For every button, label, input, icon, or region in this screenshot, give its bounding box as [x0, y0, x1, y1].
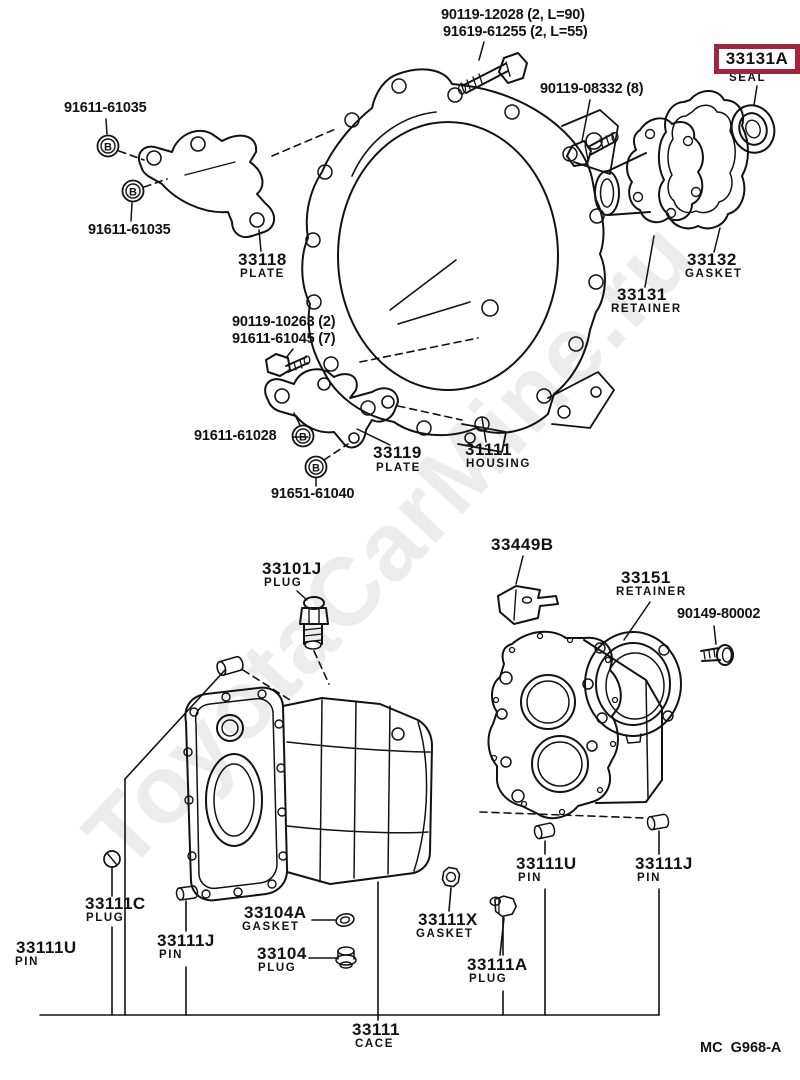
label-33111a-sub: PLUG — [469, 973, 508, 985]
highlighted-part-box: 33131A — [714, 44, 800, 74]
bell-housing-drawing — [301, 68, 619, 453]
label-33111x-sub: GASKET — [416, 928, 474, 940]
retainer-33131-drawing — [594, 117, 704, 288]
clamp-33449b-drawing — [497, 555, 559, 625]
label-90119-08332: 90119-08332 (8) — [540, 81, 644, 97]
label-33131-sub: RETAINER — [611, 303, 682, 315]
label-33111u-right: 33111U — [516, 854, 577, 873]
label-33104a-sub: GASKET — [242, 921, 300, 933]
label-33118: 33118 — [238, 250, 287, 269]
label-33111u-right-sub: PIN — [518, 872, 542, 884]
b-bolt-marker-3: B — [291, 412, 315, 448]
rear-case-drawing — [487, 630, 663, 820]
b-bolt-marker-4: B — [304, 455, 328, 487]
plug-33111c-drawing — [103, 850, 121, 868]
label-90119-12028: 90119-12028 (2, L=90) — [441, 7, 585, 23]
svg-text:B: B — [129, 187, 137, 199]
label-33111j-right: 33111J — [635, 854, 693, 873]
label-33111a: 33111A — [467, 955, 528, 974]
pin-33111u-right-drawing — [533, 822, 556, 840]
bolt-80002-drawing — [700, 625, 734, 666]
label-33449b: 33449B — [491, 535, 554, 554]
label-31111-sub: HOUSING — [466, 458, 531, 470]
label-33119-sub: PLATE — [376, 462, 421, 474]
label-33111j-left-sub: PIN — [159, 949, 183, 961]
label-33101j-sub: PLUG — [264, 577, 303, 589]
label-91651-61040: 91651-61040 — [271, 486, 355, 502]
label-33151: 33151 — [621, 568, 671, 587]
gasket-33111x-drawing — [441, 866, 461, 888]
label-33131a: 33131A — [725, 49, 789, 68]
plate-33119-drawing — [264, 368, 399, 449]
label-90119-10263: 90119-10263 (2) — [232, 314, 336, 330]
assembly-dashed-lines — [118, 127, 646, 819]
label-33111j-left: 33111J — [157, 931, 215, 950]
plug-33111a-drawing — [489, 895, 517, 918]
label-33131a-sub: SEAL — [729, 72, 767, 84]
pin-33111j-right-drawing — [646, 813, 670, 831]
pin-33111j-left-drawing — [175, 885, 199, 901]
gasket-33104a-drawing — [335, 913, 355, 927]
label-33119: 33119 — [373, 443, 422, 462]
label-33111x: 33111X — [418, 910, 478, 929]
label-33151-sub: RETAINER — [616, 586, 687, 598]
plug-33101j-drawing — [296, 590, 329, 650]
label-33111: 33111 — [352, 1020, 400, 1039]
b-bolt-marker-1: B — [96, 118, 120, 158]
label-91611-61028: 91611-61028 — [194, 428, 277, 444]
label-33111c-sub: PLUG — [86, 912, 125, 924]
plate-33118-drawing — [138, 129, 275, 252]
label-33132: 33132 — [687, 250, 737, 269]
label-91619-61255: 91619-61255 (2, L=55) — [443, 24, 588, 40]
leader-lines — [39, 669, 660, 1021]
main-case-drawing — [183, 686, 433, 902]
label-91611-61045: 91611-61045 (7) — [232, 331, 336, 347]
label-90149-80002: 90149-80002 — [677, 606, 761, 622]
b-bolt-marker-2: B — [121, 179, 145, 222]
label-33111-sub: CACE — [355, 1038, 394, 1050]
label-33104-sub: PLUG — [258, 962, 297, 974]
seal-drawing — [730, 85, 776, 154]
label-91611-61035-b: 91611-61035 — [88, 222, 171, 238]
gasket-33132-drawing — [658, 90, 749, 253]
label-31111: 31111 — [465, 440, 512, 459]
label-33118-sub: PLATE — [240, 268, 285, 280]
drawing-code: MC G968-A — [700, 1040, 782, 1056]
label-33111c: 33111C — [85, 894, 146, 913]
svg-text:B: B — [299, 432, 307, 444]
label-33101j: 33101J — [262, 559, 322, 578]
svg-text:B: B — [104, 142, 112, 154]
label-33132-sub: GASKET — [685, 268, 743, 280]
label-33104: 33104 — [257, 944, 307, 963]
bolt-10263-drawing — [265, 348, 311, 377]
label-33111u-left-sub: PIN — [15, 956, 39, 968]
label-33131: 33131 — [617, 285, 667, 304]
label-33104a: 33104A — [244, 903, 307, 922]
plug-33104-drawing — [335, 946, 357, 969]
label-33111j-right-sub: PIN — [637, 872, 661, 884]
label-33111u-left: 33111U — [16, 938, 77, 957]
svg-text:B: B — [312, 463, 320, 475]
label-91611-61035-a: 91611-61035 — [64, 100, 147, 116]
dowel-pin-top-drawing — [216, 655, 244, 677]
